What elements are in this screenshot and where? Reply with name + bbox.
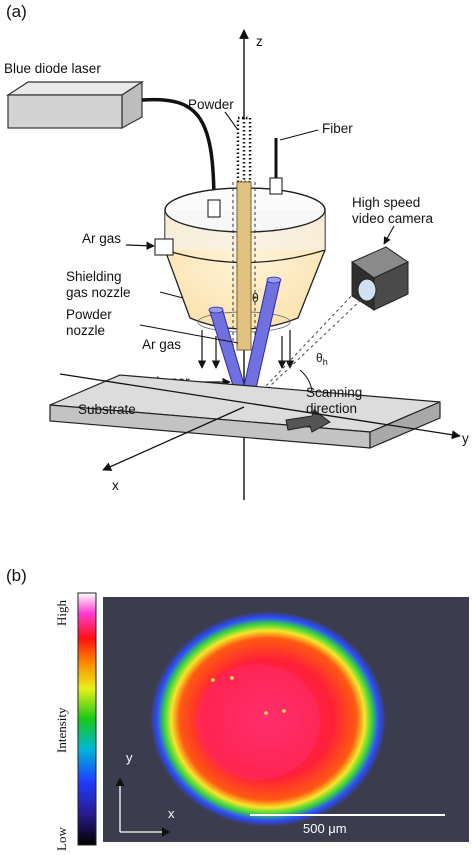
- colorbar-title: Intensity: [54, 707, 69, 753]
- panel-b-tag: (b): [6, 566, 27, 585]
- laser-fiber-cable: [141, 97, 216, 206]
- colorbar-high-label: High: [54, 600, 69, 627]
- panel-a-diagram: Blue diode laser z Powder Fiber: [4, 29, 469, 500]
- colorbar: [77, 592, 97, 846]
- camera-view-line-1: [249, 291, 356, 404]
- label-fiber: Fiber: [322, 121, 353, 136]
- powder-pointer: [224, 111, 239, 131]
- ar-gas-down-arrows: [197, 330, 295, 369]
- beam-spot-core: [196, 664, 320, 780]
- label-x-axis: x: [112, 478, 119, 493]
- bright-speckles: [211, 676, 286, 715]
- label-ar-gas-bottom: Ar gas: [142, 337, 181, 352]
- label-blue-diode-laser: Blue diode laser: [4, 61, 101, 76]
- beam-spot: [150, 611, 386, 827]
- y-axis-line: [59, 373, 461, 440]
- ar-gas-inlet: [154, 238, 174, 256]
- powder-nozzle-pointer: [139, 324, 239, 344]
- label-powder-nozzle-1: Powder: [66, 307, 112, 322]
- label-ar-gas-left: Ar gas: [82, 231, 121, 246]
- label-camera-1: High speed: [352, 195, 420, 210]
- label-theta: θ: [252, 291, 259, 305]
- ar-gas-left-arrow: [125, 241, 155, 250]
- label-substrate: Substrate: [78, 402, 136, 417]
- b-y-axis-label: y: [126, 750, 133, 765]
- label-powder: Powder: [188, 97, 234, 112]
- laser-source-box: [5, 80, 145, 130]
- powder-feed-dots: [236, 116, 252, 184]
- label-shielding-1: Shielding: [66, 269, 122, 284]
- label-theta-h: θh: [316, 351, 328, 367]
- fiber-pointer: [279, 129, 319, 141]
- x-axis-line: [102, 406, 245, 471]
- label-scanning-2: direction: [306, 401, 357, 416]
- shielding-pointer: [159, 291, 184, 299]
- label-scanning-1: Scanning: [306, 385, 362, 400]
- panel-b-intensity-map: High Intensity Low y x 500 μm: [54, 592, 469, 851]
- label-shielding-2: gas nozzle: [66, 285, 131, 300]
- scanning-arrow: [285, 409, 331, 433]
- label-y-axis: y: [462, 431, 469, 446]
- label-z-axis: z: [256, 34, 263, 49]
- panel-a-tag: (a): [6, 2, 27, 21]
- camera-icon: [351, 246, 410, 311]
- colorbar-low-label: Low: [54, 827, 69, 851]
- label-powder-nozzle-2: nozzle: [66, 323, 105, 338]
- camera-pointer: [383, 225, 395, 245]
- label-camera-2: video camera: [352, 211, 434, 226]
- scale-bar-label: 500 μm: [303, 821, 347, 836]
- powder-tube: [232, 181, 256, 351]
- b-x-axis-label: x: [168, 806, 175, 821]
